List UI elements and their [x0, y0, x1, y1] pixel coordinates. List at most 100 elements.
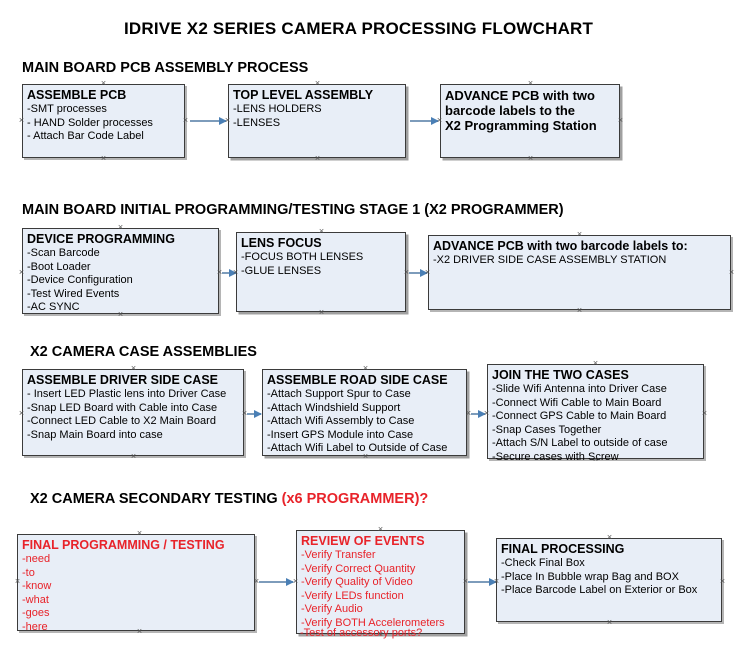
node-line: -here [22, 620, 48, 633]
node-line: -know [22, 580, 52, 593]
node-header: REVIEW OF EVENTS [301, 534, 425, 548]
node-line-list: -FOCUS BOTH LENSES -GLUE LENSES [241, 251, 401, 278]
node-line: -Place Barcode Label on Exterior or Box [501, 584, 698, 597]
node-join-the-two-cases[interactable]: JOIN THE TWO CASES -Slide Wifi Antenna i… [487, 364, 704, 463]
node-line: -Connect GPS Cable to Main Board [492, 410, 667, 423]
node-lens-focus[interactable]: LENS FOCUS -FOCUS BOTH LENSES -GLUE LENS… [236, 232, 406, 312]
node-line: -Snap Main Board into case [27, 428, 163, 441]
node-header: LENS FOCUS [241, 236, 322, 250]
arrow-head-icon [219, 116, 227, 125]
connector-top-level-assembly-to-advance-pcb [410, 116, 439, 125]
node-header: DEVICE PROGRAMMING [27, 232, 175, 246]
node-assemble-pcb[interactable]: ASSEMBLE PCB -SMT processes - HAND Solde… [22, 84, 185, 158]
node-line: -Verify BOTH Accelerometers [301, 616, 445, 629]
section-heading-text: X2 CAMERA SECONDARY TESTING [30, 491, 282, 507]
node-line: -Connect LED Cable to X2 Main Board [27, 415, 216, 428]
node-review-of-events[interactable]: REVIEW OF EVENTS -Verify Transfer -Verif… [296, 530, 465, 634]
node-device-programming[interactable]: DEVICE PROGRAMMING -Scan Barcode -Boot L… [22, 228, 219, 314]
node-advance-pcb-driver-side-case[interactable]: ADVANCE PCB with two barcode labels to: … [428, 235, 731, 310]
node-header-line: barcode labels to the [445, 103, 576, 118]
node-line-list: -Attach Support Spur to Case -Attach Win… [267, 388, 462, 456]
node-header: TOP LEVEL ASSEMBLY [233, 88, 374, 102]
node-line: -Attach Support Spur to Case [267, 388, 411, 400]
connector-driver-side-to-road-side [247, 409, 262, 418]
node-header-line: ADVANCE PCB with two [445, 88, 595, 103]
node-advance-pcb-programming-station[interactable]: ADVANCE PCB with two barcode labels to t… [440, 84, 620, 158]
connector-lens-focus-to-advance-pcb-driver-side [409, 268, 428, 277]
node-line: -Attach Windshield Support [267, 401, 401, 414]
node-header: FINAL PROGRAMMING / TESTING [22, 538, 225, 552]
node-line: - HAND Solder processes [27, 116, 153, 129]
connector-device-programming-to-lens-focus [222, 268, 237, 277]
node-line-list: - Insert LED Plastic lens into Driver Ca… [27, 388, 239, 442]
node-header: FINAL PROCESSING [501, 542, 625, 556]
node-line: -Scan Barcode [27, 247, 100, 259]
node-assemble-road-side-case[interactable]: ASSEMBLE ROAD SIDE CASE -Attach Support … [262, 369, 467, 456]
node-header: ASSEMBLE PCB [27, 88, 127, 102]
node-line: -to [22, 566, 35, 579]
node-top-level-assembly[interactable]: TOP LEVEL ASSEMBLY -LENS HOLDERS -LENSES [228, 84, 406, 158]
arrow-head-icon [431, 116, 439, 125]
node-line: -Verify LEDs function [301, 589, 404, 602]
document-title: IDRIVE X2 SERIES CAMERA PROCESSING FLOWC… [124, 19, 594, 38]
node-line: -Snap LED Board with Cable into Case [27, 401, 218, 414]
node-line: -goes [22, 607, 50, 620]
node-line-list: -Check Final Box -Place In Bubble wrap B… [501, 557, 717, 598]
node-line: -Test Wired Events [27, 287, 120, 300]
node-line-list: -SMT processes - HAND Solder processes -… [27, 103, 180, 144]
node-line: -Verify Transfer [301, 549, 376, 561]
node-line: -need [22, 553, 51, 565]
node-line: -Slide Wifi Antenna into Driver Case [492, 383, 667, 395]
node-line: -LENS HOLDERS [233, 103, 322, 115]
node-line-overflow: -Test of accessory ports? [300, 627, 423, 639]
node-line: -Verify Correct Quantity [301, 562, 416, 575]
arrow-head-icon [229, 268, 237, 277]
node-line-list: -Scan Barcode -Boot Loader -Device Confi… [27, 247, 214, 315]
section-heading-suffix: (x6 PROGRAMMER)? [281, 491, 429, 507]
node-line-list: -Verify Transfer -Verify Correct Quantit… [301, 549, 460, 631]
arrow-head-icon [420, 268, 428, 277]
node-line: -what [22, 593, 49, 606]
node-line-list: -LENS HOLDERS -LENSES [233, 103, 401, 130]
node-line: -Attach Wifi Assembly to Case [267, 415, 415, 428]
node-line: -Device Configuration [27, 274, 133, 287]
node-line: -Verify Audio [301, 603, 363, 616]
node-line: -Attach S/N Label to outside of case [492, 437, 668, 450]
node-final-programming-testing[interactable]: FINAL PROGRAMMING / TESTING -need -to -k… [17, 534, 255, 633]
node-line: -Connect Wifi Cable to Main Board [492, 396, 662, 409]
node-line: -Secure cases with Screw [492, 450, 619, 463]
section-heading-main-board-initial-programming: MAIN BOARD INITIAL PROGRAMMING/TESTING S… [22, 202, 564, 218]
node-line-list: -X2 DRIVER SIDE CASE ASSEMBLY STATION [433, 254, 726, 268]
node-line: -Attach Wifi Label to Outside of Case [267, 442, 448, 455]
node-line: -SMT processes [27, 103, 107, 115]
node-line-list: -need -to -know -what -goes -here [22, 553, 250, 635]
node-line: -AC SYNC [27, 301, 80, 314]
node-assemble-driver-side-case[interactable]: ASSEMBLE DRIVER SIDE CASE - Insert LED P… [22, 369, 244, 456]
connector-final-programming-to-review-of-events [259, 577, 294, 586]
node-line: -Check Final Box [501, 557, 585, 569]
node-line: -X2 DRIVER SIDE CASE ASSEMBLY STATION [433, 254, 667, 266]
node-header-line: X2 Programming Station [445, 118, 597, 133]
arrow-head-icon [254, 409, 262, 418]
node-header: ASSEMBLE DRIVER SIDE CASE [27, 373, 219, 387]
node-header: ADVANCE PCB with two barcode labels to: [433, 239, 688, 253]
node-line-list: -Slide Wifi Antenna into Driver Case -Co… [492, 383, 699, 465]
node-line: -Verify Quality of Video [301, 576, 413, 589]
section-heading-main-board-pcb-assembly-process: MAIN BOARD PCB ASSEMBLY PROCESS [22, 60, 309, 76]
node-final-processing[interactable]: FINAL PROCESSING -Check Final Box -Place… [496, 538, 722, 622]
connector-assemble-pcb-to-top-level-assembly [190, 116, 227, 125]
node-line: -Place In Bubble wrap Bag and BOX [501, 570, 679, 583]
arrow-head-icon [286, 577, 294, 586]
section-heading-x2-camera-secondary-testing: X2 CAMERA SECONDARY TESTING (x6 PROGRAMM… [30, 491, 428, 507]
section-heading-x2-camera-case-assemblies: X2 CAMERA CASE ASSEMBLIES [30, 344, 257, 360]
node-line: -Snap Cases Together [492, 423, 602, 436]
node-line: -FOCUS BOTH LENSES [241, 251, 364, 263]
node-header: ASSEMBLE ROAD SIDE CASE [267, 373, 448, 387]
node-line: -GLUE LENSES [241, 264, 322, 277]
node-line: - Insert LED Plastic lens into Driver Ca… [27, 388, 227, 400]
connector-review-of-events-to-final-processing [468, 577, 497, 586]
node-line: -Boot Loader [27, 260, 91, 273]
node-line: -LENSES [233, 116, 281, 129]
node-line: -Insert GPS Module into Case [267, 428, 414, 441]
